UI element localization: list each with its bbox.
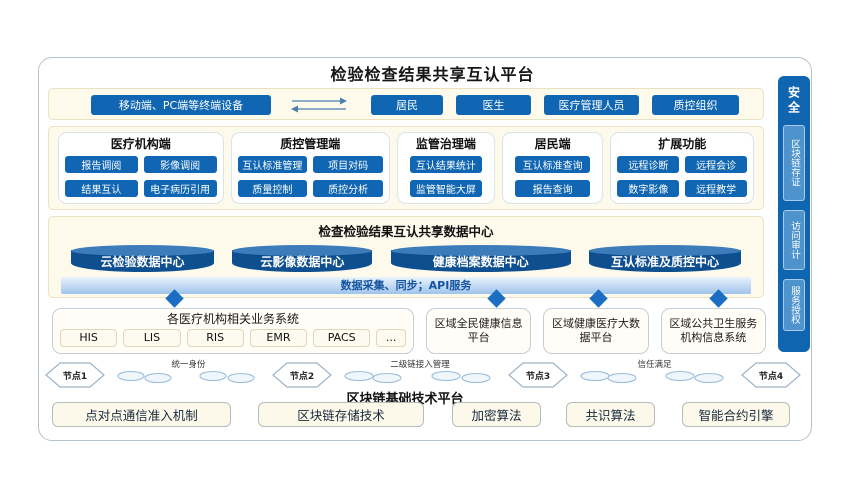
feature-button[interactable]: 远程教学 [685, 180, 747, 198]
client-panel-buttons: 远程诊断远程会诊数字影像远程教学 [617, 153, 747, 200]
client-panel: 医疗机构端报告调阅影像调阅结果互认电子病历引用 [58, 132, 224, 204]
client-panel-title: 质控管理端 [280, 137, 341, 151]
feature-button[interactable]: 远程诊断 [617, 155, 680, 173]
blockchain-node[interactable]: 节点2 [272, 362, 332, 388]
cylinder-label: 互认标准及质控中心 [610, 254, 719, 269]
client-panel-title: 监管治理端 [415, 137, 476, 151]
regional-platform-box[interactable]: 区域全民健康信息平台 [426, 308, 532, 354]
client-panel: 居民端互认标准查询报告查询 [501, 132, 604, 204]
user-role-button[interactable]: 医生 [456, 95, 531, 115]
cylinder-label: 健康档案数据中心 [432, 254, 529, 269]
client-panel: 质控管理端互认标准管理项目对码质量控制质控分析 [230, 132, 391, 204]
feature-button[interactable]: 影像调阅 [143, 155, 217, 173]
client-panel-title: 医疗机构端 [110, 137, 171, 151]
chain-links-icon [580, 370, 724, 384]
blockchain-node[interactable]: 节点4 [741, 362, 801, 388]
security-sidebar-item[interactable]: 区块链存证 [783, 125, 805, 201]
system-item[interactable]: LIS [123, 329, 181, 347]
blockchain-node[interactable]: 节点1 [45, 362, 105, 388]
chain-link-segment: 信任满足 [574, 360, 735, 390]
security-sidebar: 安全 区块链存证访问审计服务授权 [778, 76, 810, 352]
feature-button[interactable]: 报告查询 [514, 180, 591, 198]
blockchain-node[interactable]: 节点3 [508, 362, 568, 388]
chain-link-segment: 统一身份 [111, 360, 266, 390]
blockchain-component-button[interactable]: 区块链存储技术 [258, 402, 424, 427]
client-panel-buttons: 互认结果统计监管智能大屏 [404, 153, 488, 200]
data-center-cylinder[interactable]: 互认标准及质控中心 [588, 245, 741, 272]
chain-segment-label: 统一身份 [171, 360, 206, 370]
feature-button[interactable]: 项目对码 [313, 155, 384, 173]
bidirectional-arrows-icon [291, 97, 347, 113]
data-center-title: 检查检验结果互认共享数据中心 [318, 224, 494, 239]
chain-link-segment: 二级链接入管理 [338, 360, 502, 390]
user-role-button[interactable]: 质控组织 [652, 95, 739, 115]
hospital-systems-box: 各医疗机构相关业务系统 HIS LIS RIS EMR PACS... [52, 308, 414, 354]
hospital-systems-items: HIS LIS RIS EMR PACS... [60, 329, 406, 347]
feature-button[interactable]: 远程会诊 [685, 155, 747, 173]
hexagon-icon [508, 362, 568, 388]
user-role-button[interactable]: 医疗管理人员 [544, 95, 639, 115]
client-panels-section: 医疗机构端报告调阅影像调阅结果互认电子病历引用质控管理端互认标准管理项目对码质量… [48, 126, 764, 210]
user-role-button[interactable]: 居民 [371, 95, 443, 115]
blockchain-component-button[interactable]: 共识算法 [566, 402, 655, 427]
blockchain-components-row: 点对点通信准入机制 区块链存储技术 加密算法共识算法 智能合约引擎 [52, 402, 790, 427]
system-item[interactable]: ... [376, 329, 406, 347]
hexagon-icon [272, 362, 332, 388]
feature-button[interactable]: 监管智能大屏 [410, 180, 482, 198]
cylinder-label: 云影像数据中心 [260, 254, 345, 269]
business-systems-row: 各医疗机构相关业务系统 HIS LIS RIS EMR PACS... 区域全民健康信息… [52, 308, 766, 354]
cylinder-label: 云检验数据中心 [100, 254, 185, 269]
feature-button[interactable]: 报告调阅 [65, 155, 138, 173]
client-panel-buttons: 互认标准管理项目对码质量控制质控分析 [237, 153, 384, 200]
security-sidebar-title: 安全 [786, 86, 801, 116]
data-center-cylinder[interactable]: 健康档案数据中心 [390, 245, 571, 272]
terminal-section: 移动端、PC端等终端设备 居民医生医疗管理人员质控组织 [48, 88, 764, 120]
client-panel: 监管治理端互认结果统计监管智能大屏 [397, 132, 495, 204]
blockchain-node-label: 节点2 [289, 371, 315, 382]
client-panel: 扩展功能远程诊断远程会诊数字影像远程教学 [610, 132, 754, 204]
blockchain-node-row: 节点1 节点2 节点3 节点4 统一身份 二级链接入管理 信任满足 [45, 360, 801, 390]
data-center-section: 检查检验结果互认共享数据中心 云检验数据中心 云影像数据中心 健康档案数据中心 互认标… [48, 216, 764, 298]
client-panel-buttons: 报告调阅影像调阅结果互认电子病历引用 [65, 153, 217, 200]
system-item[interactable]: HIS [60, 329, 118, 347]
system-item[interactable]: RIS [186, 329, 244, 347]
data-center-cylinders: 云检验数据中心 云影像数据中心 健康档案数据中心 互认标准及质控中心 [49, 245, 763, 272]
system-item[interactable]: EMR [249, 329, 308, 347]
blockchain-node-label: 节点3 [525, 371, 551, 382]
hexagon-icon [45, 362, 105, 388]
client-panel-title: 扩展功能 [658, 137, 707, 151]
feature-button[interactable]: 互认结果统计 [410, 155, 482, 173]
data-center-cylinder[interactable]: 云检验数据中心 [71, 245, 214, 272]
blockchain-component-button[interactable]: 点对点通信准入机制 [52, 402, 231, 427]
blockchain-component-button[interactable]: 智能合约引擎 [682, 402, 790, 427]
system-item[interactable]: PACS [313, 329, 371, 347]
regional-platform-box[interactable]: 区域公共卫生服务机构信息系统 [660, 308, 766, 354]
device-terminal-button[interactable]: 移动端、PC端等终端设备 [91, 95, 271, 115]
security-sidebar-item[interactable]: 访问审计 [783, 210, 805, 270]
security-sidebar-item[interactable]: 服务授权 [783, 279, 805, 331]
hospital-systems-title: 各医疗机构相关业务系统 [166, 312, 299, 326]
chain-links-icon [344, 370, 491, 384]
chain-links-icon [117, 370, 255, 384]
data-center-cylinder[interactable]: 云影像数据中心 [232, 245, 373, 272]
regional-platform-box[interactable]: 区域健康医疗大数据平台 [543, 308, 649, 354]
chain-segment-label: 二级链接入管理 [390, 360, 450, 370]
blockchain-component-button[interactable]: 加密算法 [452, 402, 541, 427]
client-panel-title: 居民端 [534, 137, 571, 151]
client-panel-buttons: 互认标准查询报告查询 [509, 153, 597, 200]
blockchain-node-label: 节点1 [62, 371, 88, 382]
feature-button[interactable]: 电子病历引用 [143, 180, 217, 198]
blockchain-node-label: 节点4 [758, 371, 784, 382]
feature-button[interactable]: 质量控制 [237, 180, 308, 198]
user-roles-group: 居民医生医疗管理人员质控组织 [371, 95, 739, 115]
feature-button[interactable]: 结果互认 [65, 180, 138, 198]
api-service-bar: 数据采集、同步；API服务 [61, 277, 751, 294]
feature-button[interactable]: 互认标准查询 [514, 155, 591, 173]
page-title: 检验检查结果共享互认平台 [330, 65, 535, 84]
feature-button[interactable]: 互认标准管理 [237, 155, 308, 173]
feature-button[interactable]: 数字影像 [617, 180, 680, 198]
chain-segment-label: 信任满足 [637, 360, 672, 370]
hexagon-icon [741, 362, 801, 388]
feature-button[interactable]: 质控分析 [313, 180, 384, 198]
